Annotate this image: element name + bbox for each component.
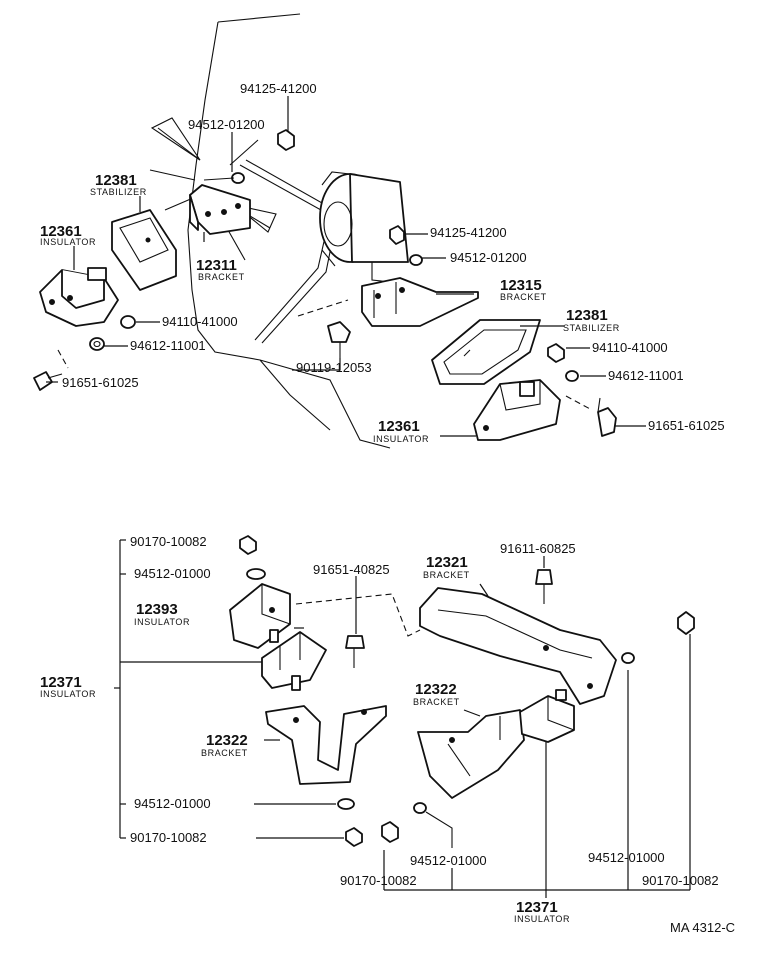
nut-d-icon <box>677 611 695 635</box>
label-washer-d: 94512-01000 <box>588 850 665 865</box>
right-insulator-12361 <box>473 379 561 441</box>
label-engine-bracket-number: 12311 <box>196 257 237 274</box>
label-left-insulator-number: 12361 <box>40 223 82 240</box>
insulator-12393 <box>229 583 291 649</box>
label-left-washer: 94612-11001 <box>130 338 206 353</box>
right-bracket-12315 <box>361 277 479 327</box>
label-bracket-12322-right-number: 12322 <box>415 681 457 698</box>
label-insulator-12371-bottom-caption: INSULATOR <box>514 914 570 924</box>
left-stabilizer-12381 <box>111 209 177 291</box>
label-right-bracket-number: 12315 <box>500 277 542 294</box>
top-nut-icon <box>277 129 295 151</box>
washer-c-icon <box>413 802 427 814</box>
alt-nut-icon <box>389 225 405 245</box>
alternator-fasteners <box>389 225 423 266</box>
label-washer-c: 94512-01000 <box>410 853 487 868</box>
label-insulator-12393-number: 12393 <box>136 601 178 618</box>
insulator-12371-left <box>261 629 327 691</box>
label-left-bolt: 91651-61025 <box>62 375 139 390</box>
left-insulator-12361 <box>39 267 119 327</box>
bracket-12322-left <box>265 705 387 785</box>
label-right-bolt: 91651-61025 <box>648 418 725 433</box>
label-center-bolt: 90119-12053 <box>296 360 372 375</box>
label-nut-d: 90170-10082 <box>642 873 719 888</box>
label-engine-nut-top: 94125-41200 <box>240 81 317 96</box>
label-left-stabilizer-caption: STABILIZER <box>90 187 147 197</box>
lower-left-fasteners <box>239 535 266 580</box>
nut-b-icon <box>345 827 363 847</box>
label-bracket-12322-right-caption: BRACKET <box>413 697 460 707</box>
label-right-insulator-caption: INSULATOR <box>373 434 429 444</box>
figure-reference: MA 4312-C <box>670 920 735 935</box>
washer-b-icon <box>337 798 355 810</box>
label-bracket-12322-left-caption: BRACKET <box>201 748 248 758</box>
label-crossmember-bracket-number: 12321 <box>426 554 468 571</box>
label-left-nut: 94110-41000 <box>162 314 238 329</box>
engine-bracket-12311 <box>189 184 251 235</box>
label-crossmember-bracket-caption: BRACKET <box>423 570 470 580</box>
label-bolt-60825: 91611-60825 <box>500 541 576 556</box>
alt-washer-icon <box>409 254 423 266</box>
label-washer-a: 94512-01000 <box>134 566 211 581</box>
label-right-washer: 94612-11001 <box>608 368 684 383</box>
leader-lines <box>46 96 646 839</box>
label-alt-nut: 94125-41200 <box>430 225 507 240</box>
nut-c-icon <box>381 821 399 843</box>
bolt-40825-icon <box>345 635 365 668</box>
label-washer-b: 94512-01000 <box>134 796 211 811</box>
bracket-12322-right <box>417 709 525 799</box>
label-right-nut: 94110-41000 <box>592 340 668 355</box>
label-engine-washer-top: 94512-01200 <box>188 117 265 132</box>
left-fasteners <box>33 315 136 391</box>
label-nut-a: 90170-10082 <box>130 534 207 549</box>
label-bracket-12322-left-number: 12322 <box>206 732 248 749</box>
left-washer-icon <box>89 337 105 351</box>
labels: 94125-41200 94512-01200 12381 STABILIZER… <box>40 81 735 935</box>
label-insulator-12371-bottom-number: 12371 <box>516 899 558 916</box>
top-fasteners <box>203 129 295 184</box>
lower-bracket-lines <box>114 539 691 898</box>
left-nut-icon <box>120 315 136 329</box>
label-insulator-12393-caption: INSULATOR <box>134 617 190 627</box>
label-left-insulator-caption: INSULATOR <box>40 237 96 247</box>
washer-a-icon <box>246 568 266 580</box>
crossmember-bracket-12321 <box>295 587 617 705</box>
right-fasteners <box>547 343 617 437</box>
lower-fasteners <box>337 611 695 848</box>
label-engine-bracket-caption: BRACKET <box>198 272 245 282</box>
label-right-stabilizer-caption: STABILIZER <box>563 323 620 333</box>
right-bolt-icon <box>597 407 617 437</box>
right-stabilizer-12381 <box>431 319 541 385</box>
nut-a-icon <box>239 535 257 555</box>
label-nut-b: 90170-10082 <box>130 830 207 845</box>
label-right-insulator-number: 12361 <box>378 418 420 435</box>
insulator-12371-right <box>519 689 575 743</box>
label-nut-c: 90170-10082 <box>340 873 417 888</box>
right-washer-icon <box>565 370 579 382</box>
washer-d-icon <box>621 652 635 664</box>
left-bolt-icon <box>33 371 53 391</box>
bolt-60825-icon <box>535 569 553 604</box>
center-bolt-icon <box>297 299 351 358</box>
label-insulator-12371-left-number: 12371 <box>40 674 82 691</box>
label-alt-washer: 94512-01200 <box>450 250 527 265</box>
label-insulator-12371-left-caption: INSULATOR <box>40 689 96 699</box>
label-right-bracket-caption: BRACKET <box>500 292 547 302</box>
label-bolt-40825: 91651-40825 <box>313 562 390 577</box>
right-nut-icon <box>547 343 565 363</box>
label-left-stabilizer-number: 12381 <box>95 172 137 189</box>
label-right-stabilizer-number: 12381 <box>566 307 608 324</box>
